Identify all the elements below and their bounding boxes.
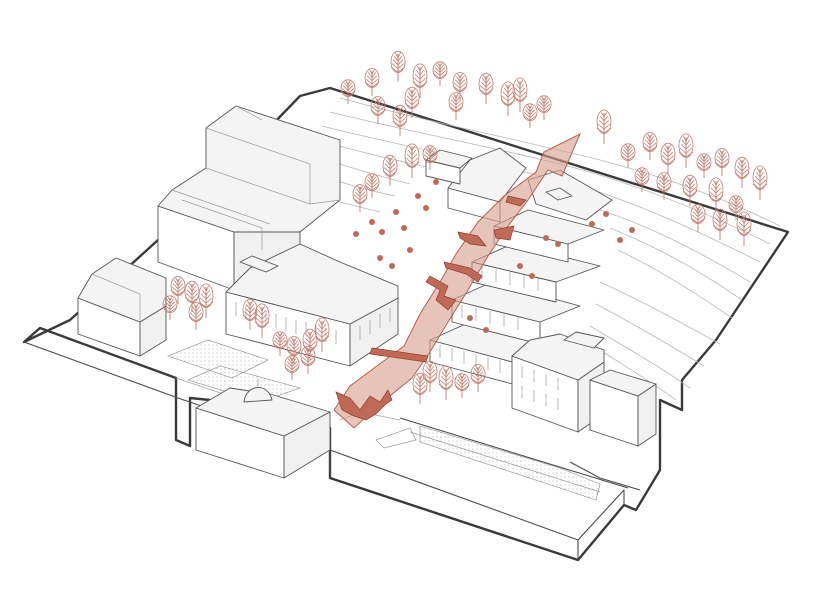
tree [404,86,420,118]
tree [340,79,356,104]
tree [500,81,516,116]
tree [412,63,428,98]
tree [478,72,494,104]
tree [536,95,552,120]
tree [170,276,186,304]
tree [696,153,712,178]
tree [422,145,438,170]
tree [438,365,454,400]
tree [734,156,750,188]
path-stairs [335,195,527,421]
tree [364,68,380,96]
tree [620,143,636,168]
tree [728,195,744,220]
tree [470,364,486,392]
tree [392,104,408,136]
tree [642,132,658,160]
vegetation [162,50,768,404]
tree [412,372,428,404]
tree [370,96,386,124]
tree [390,50,406,82]
building-hilltop [425,147,527,223]
plaza [167,339,331,431]
tree [682,174,698,206]
tree [382,154,398,186]
tree [448,92,464,120]
tree [364,173,380,198]
tree [634,167,650,192]
tree [198,283,214,318]
tree [286,336,302,364]
tree [678,133,694,168]
site-furniture [353,179,635,333]
tree [714,148,730,176]
tree [596,109,612,144]
tree [254,303,270,338]
tree [314,317,330,352]
building-small-left [77,257,167,357]
tree [242,298,258,330]
tree [712,208,728,240]
tree [690,204,706,232]
tree [302,328,318,360]
tree [284,355,300,380]
tree [752,165,768,200]
tree [522,103,538,128]
tree [300,346,316,374]
tree [512,77,528,112]
tree [272,331,288,356]
building-villa [511,331,657,447]
tree [162,295,178,320]
entrance-pavilion [195,378,331,479]
tree [352,184,368,212]
tree [404,143,420,178]
tree [454,373,470,398]
tree [432,61,448,86]
tree [188,302,204,330]
building-large-left [157,105,341,291]
tree [660,142,676,174]
tree [452,72,468,100]
tree [736,211,752,246]
tree [708,177,724,212]
tree [656,172,672,200]
